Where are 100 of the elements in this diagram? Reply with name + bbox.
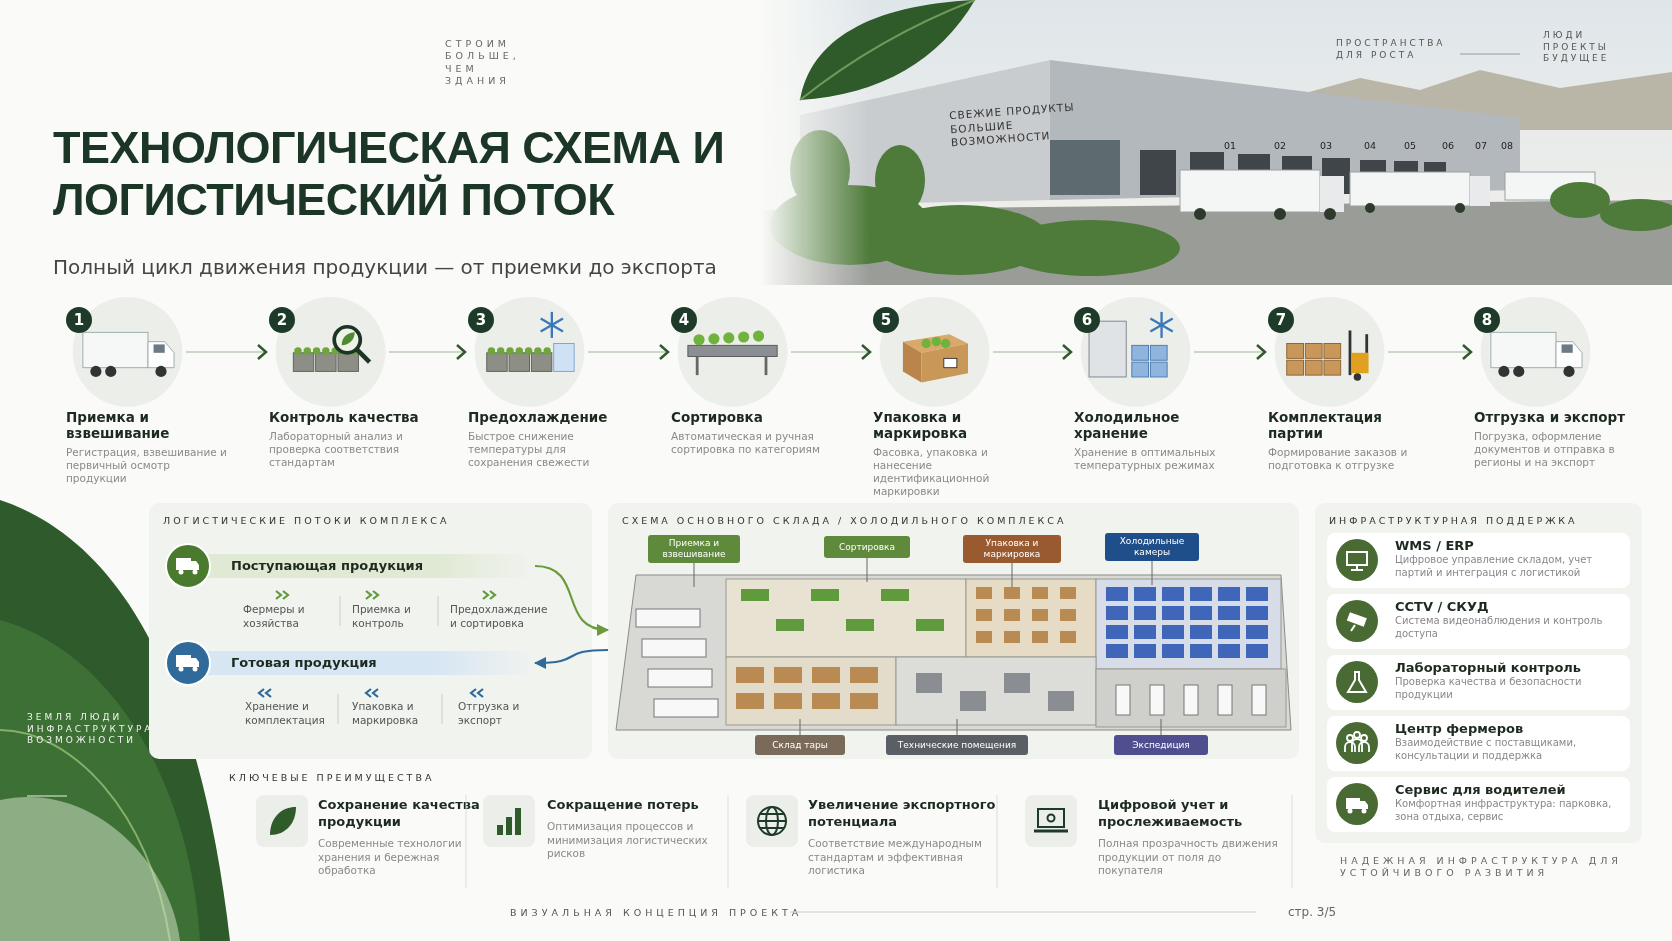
dock-number: 08: [1501, 140, 1515, 153]
benefit-description: Соответствие международным стандартам и эффективная логистика: [808, 837, 983, 878]
dock-number: 04: [1364, 140, 1378, 153]
step-description: Быстрое снижение температуры для сохранения свежести: [468, 430, 591, 469]
footer-text: ВИЗУАЛЬНАЯ КОНЦЕПЦИЯ ПРОЕКТА: [510, 907, 804, 920]
panel: [149, 503, 592, 759]
flow-step-text: Хранение и комплектация: [245, 700, 326, 728]
panel: [1315, 503, 1642, 843]
tagline-text: СТРОИМ БОЛЬШЕ, ЧЕМ ЗДАНИЯ: [445, 38, 521, 88]
dock-number: 01: [1224, 140, 1238, 153]
leader-line: [1160, 718, 1162, 736]
tagline-text: НАДЕЖНАЯ ИНФРАСТРУКТУРА ДЛЯ УСТОЙЧИВОГО РАЗВИТИЯ: [1340, 855, 1623, 880]
zone-tag: Холодильные камеры: [1105, 533, 1199, 561]
info-card: [1327, 716, 1630, 771]
dock-number: 02: [1274, 140, 1288, 153]
panel-title: ЛОГИСТИЧЕСКИЕ ПОТОКИ КОМПЛЕКСА: [163, 515, 450, 526]
side-text: ЗЕМЛЯ ЛЮДИ ИНФРАСТРУКТУРА ВОЗМОЖНОСТИ: [27, 712, 155, 748]
card-description: Цифровое управление складом, учет партий и интеграция с логистикой: [1395, 554, 1594, 579]
flow-step-text: Приемка и контроль: [352, 603, 412, 631]
benefit-title: Увеличение экспортного потенциала: [808, 797, 997, 831]
zone-tag: Упаковка и маркировка: [963, 535, 1061, 563]
step-title: Упаковка и маркировка: [873, 409, 969, 441]
dock-number: 03: [1320, 140, 1334, 153]
dock-number: 07: [1475, 140, 1489, 153]
step-title: Контроль качества: [269, 409, 420, 425]
flow-step-text: Отгрузка и экспорт: [458, 700, 521, 728]
step-description: Фасовка, упаковка и нанесение идентификационной маркировки: [873, 446, 991, 498]
info-card: [1327, 655, 1630, 710]
page-number: стр. 3/5: [1288, 905, 1338, 921]
leader-line: [693, 562, 695, 588]
step-title: Предохлаждение: [468, 409, 609, 425]
arrow: [1387, 343, 1473, 361]
flow-arrow: [534, 564, 609, 635]
step-number: 7: [1268, 307, 1294, 333]
card-title: Лабораторный контроль: [1395, 660, 1583, 676]
arrow: [1193, 343, 1267, 361]
benefit-title: Сохранение качества продукции: [318, 797, 481, 831]
step-description: Формирование заказов и подготовка к отгрузке: [1268, 446, 1409, 472]
step-number: 3: [468, 307, 494, 333]
step-description: Погрузка, оформление документов и отправка в регионы и на экспорт: [1474, 430, 1616, 469]
step-number: 5: [873, 307, 899, 333]
info-card: [1327, 594, 1630, 649]
benefit-description: Оптимизация процессов и минимизация логистических рисков: [547, 820, 709, 861]
panel-title: СХЕМА ОСНОВНОГО СКЛАДА / ХОЛОДИЛЬНОГО КОМПЛЕКСА: [622, 515, 1067, 526]
flow-step-text: Предохлаждение и сортировка: [450, 603, 549, 631]
arrow: [185, 343, 268, 361]
dock-number: 05: [1404, 140, 1418, 153]
leader-line: [1151, 560, 1153, 586]
info-card: [1327, 533, 1630, 588]
step-title: Холодильное хранение: [1074, 409, 1181, 441]
zone-tag: Приемка и взвешивание: [648, 535, 740, 563]
dock-number: 06: [1442, 140, 1456, 153]
card-title: CCTV / СКУД: [1395, 599, 1490, 615]
step-number: 8: [1474, 307, 1500, 333]
flow-step-text: Фермеры и хозяйства: [243, 603, 306, 631]
card-description: Комфортная инфраструктура: парковка, зона отдыха, сервис: [1395, 798, 1613, 823]
card-description: Взаимодействие с поставщиками, консультации и поддержка: [1395, 737, 1578, 762]
step-description: Регистрация, взвешивание и первичный осмотр продукции: [66, 446, 228, 485]
step-description: Автоматическая и ручная сортировка по категориям: [671, 430, 821, 456]
step-number: 2: [269, 307, 295, 333]
tagline-text: ПРОСТРАНСТВА ДЛЯ РОСТА: [1336, 38, 1447, 62]
tagline-text: ЛЮДИ ПРОЕКТЫ БУДУЩЕЕ: [1543, 30, 1611, 66]
step-description: Хранение в оптимальных температурных режимах: [1074, 446, 1217, 472]
leader-line: [799, 718, 801, 736]
panel-title: ИНФРАСТРУКТУРНАЯ ПОДДЕРЖКА: [1329, 515, 1578, 526]
step-number: 4: [671, 307, 697, 333]
card-title: Сервис для водителей: [1395, 782, 1567, 798]
benefit-title: Цифровой учет и прослеживаемость: [1098, 797, 1244, 831]
step-title: Сортировка: [671, 409, 764, 425]
step-title: Отгрузка и экспорт: [1474, 409, 1627, 425]
flow-arrow: [534, 648, 609, 669]
benefit-title: Сокращение потерь: [547, 797, 700, 814]
zone-tag: Технические помещения: [886, 735, 1028, 755]
card-title: Центр фермеров: [1395, 721, 1525, 737]
flow-step-text: Упаковка и маркировка: [352, 700, 420, 728]
card-description: Система видеонаблюдения и контроль доступа: [1395, 615, 1604, 640]
zone-tag: Сортировка: [824, 536, 910, 558]
arrow: [790, 343, 872, 361]
step-number: 1: [66, 307, 92, 333]
step-title: Приемка и взвешивание: [66, 409, 171, 441]
step-number: 6: [1074, 307, 1100, 333]
arrow: [992, 343, 1073, 361]
benefit-description: Современные технологии хранения и бережная обработка: [318, 837, 463, 878]
zone-tag: Склад тары: [755, 735, 845, 755]
arrow: [587, 343, 670, 361]
leader-line: [1011, 562, 1013, 588]
card-title: WMS / ERP: [1395, 538, 1475, 554]
benefit-description: Полная прозрачность движения продукции от поля до покупателя: [1098, 837, 1278, 878]
card-description: Проверка качества и безопасности продукции: [1395, 676, 1583, 701]
page-title: ТЕХНОЛОГИЧЕСКАЯ СХЕМА И ЛОГИСТИЧЕСКИЙ ПОТОК: [53, 122, 726, 226]
step-description: Лабораторный анализ и проверка соответствия стандартам: [269, 430, 404, 469]
leader-line: [866, 557, 868, 583]
leader-line: [956, 718, 958, 736]
info-card: [1327, 777, 1630, 832]
zone-tag: Экспедиция: [1114, 735, 1208, 755]
step-title: Комплектация партии: [1268, 409, 1383, 441]
panel: [608, 503, 1299, 759]
section-heading: КЛЮЧЕВЫЕ ПРЕИМУЩЕСТВА: [229, 772, 436, 785]
arrow: [388, 343, 467, 361]
sign-text: СВЕЖИЕ ПРОДУКТЫ БОЛЬШИЕ ВОЗМОЖНОСТИ: [948, 99, 1076, 151]
